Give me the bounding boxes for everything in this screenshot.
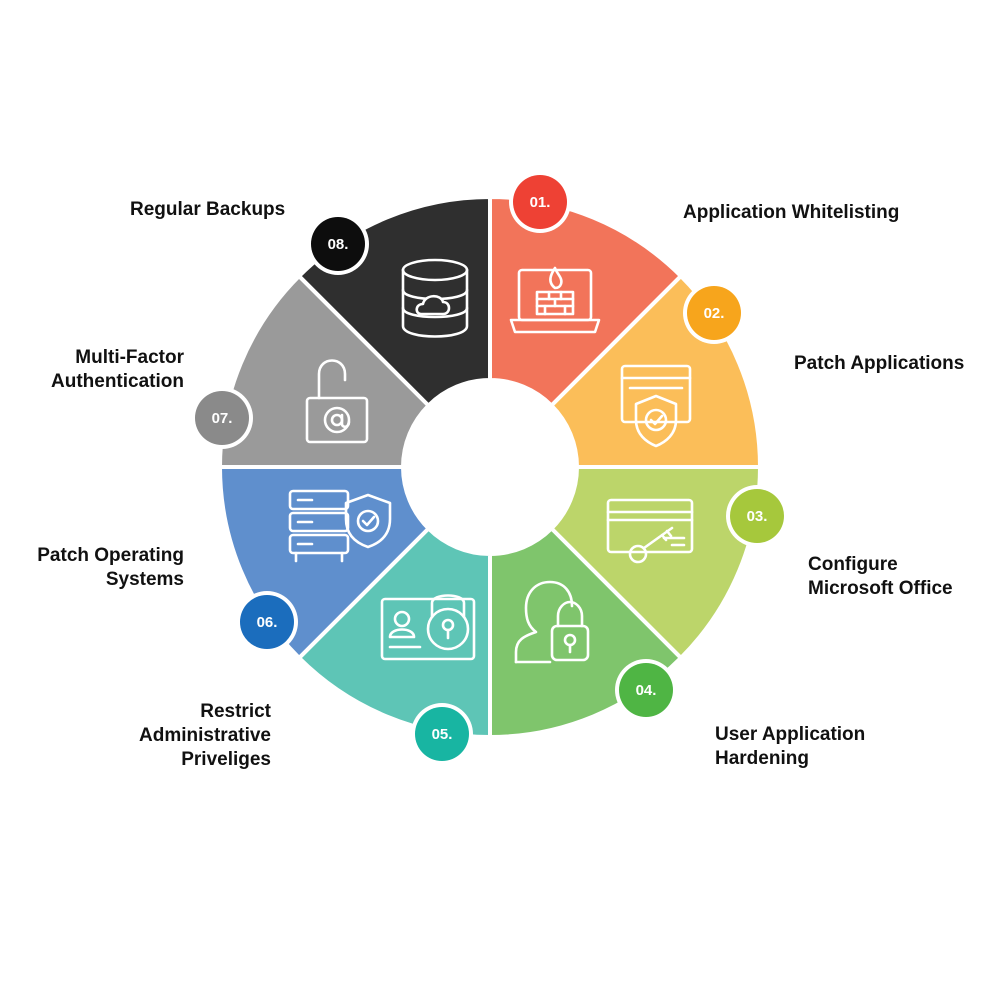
- label-application-whitelisting: Application Whitelisting: [683, 202, 900, 223]
- badge-03: 03.: [726, 485, 788, 547]
- badge-01-circle: [513, 175, 567, 229]
- label-user-application-hardening: User Application Hardening: [715, 724, 866, 769]
- badge-05: 05.: [411, 703, 473, 765]
- browser-shield-icon: [620, 364, 692, 448]
- center-hole: [403, 380, 577, 554]
- label-patch-operating-systems: Patch Operating Systems: [37, 545, 184, 590]
- card-key-icon: [606, 498, 694, 564]
- id-card-lock-icon: [380, 594, 476, 661]
- label-restrict-administrative-priveliges: Restrict Administrative Priveliges: [139, 701, 271, 770]
- badge-06-number: 06.: [257, 614, 278, 631]
- badge-06: 06.: [236, 591, 298, 653]
- open-padlock-at-icon: [305, 359, 369, 444]
- badge-08-number: 08.: [328, 236, 349, 253]
- badge-02-number: 02.: [704, 305, 725, 322]
- cloud-database-icon: [401, 258, 469, 338]
- label-patch-applications: Patch Applications: [794, 353, 965, 374]
- badge-05-number: 05.: [432, 726, 453, 743]
- label-multi-factor-authentication: Multi-Factor Authentication: [51, 347, 184, 392]
- badge-08: 08.: [307, 213, 369, 275]
- badge-04: 04.: [615, 659, 677, 721]
- server-shield-icon: [288, 489, 392, 563]
- badge-01: 01.: [509, 171, 571, 233]
- laptop-firewall-icon: [509, 266, 601, 334]
- badge-07-number: 07.: [212, 410, 233, 427]
- badge-04-number: 04.: [636, 682, 657, 699]
- label-configure-microsoft-office: Configure Microsoft Office: [808, 554, 953, 599]
- label-regular-backups: Regular Backups: [130, 199, 286, 220]
- badge-07: 07.: [191, 387, 253, 449]
- badge-02: 02.: [683, 282, 745, 344]
- badge-03-number: 03.: [747, 508, 768, 525]
- badge-01-number: 01.: [530, 194, 551, 211]
- user-lock-icon: [514, 580, 590, 664]
